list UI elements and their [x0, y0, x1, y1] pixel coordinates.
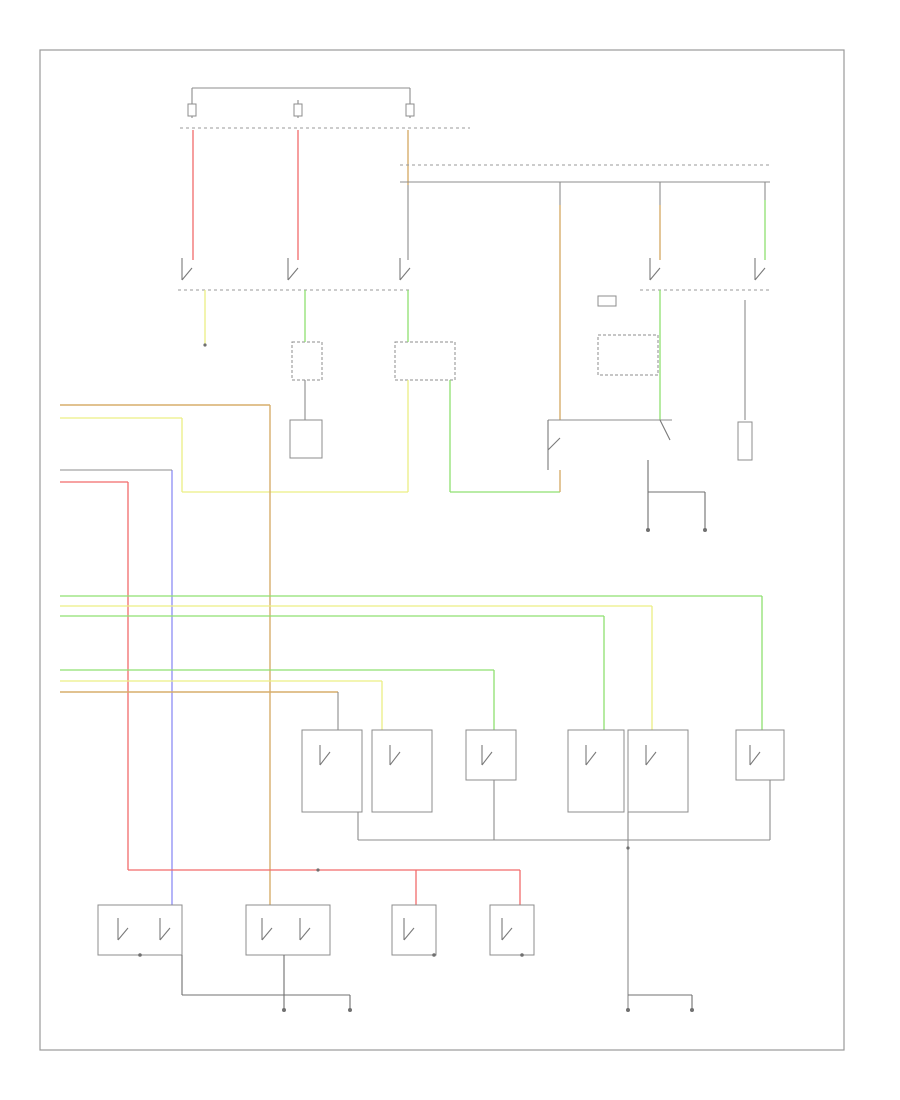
fuse-3 [405, 103, 415, 117]
switch-box-3 [465, 729, 517, 781]
fuse-1 [187, 103, 197, 117]
switch-box-1 [301, 729, 363, 813]
switch-box-6 [735, 729, 785, 781]
right-module [597, 334, 659, 376]
mid-input-lines [60, 595, 763, 730]
right-connector [597, 295, 617, 307]
bottom-switch-row [97, 904, 535, 957]
lower-input-lines [60, 669, 495, 730]
switch-box-2 [371, 729, 433, 813]
relay-box-left [291, 341, 323, 381]
switch-box-4 [567, 729, 625, 813]
bottom-switch-1 [97, 904, 183, 956]
fuse-2 [293, 103, 303, 117]
relay-box-center [394, 341, 456, 381]
left-input-lines [60, 380, 561, 920]
bottom-switch-2 [245, 904, 331, 956]
upper-switch-row [178, 258, 770, 291]
relay-box-lower [289, 419, 323, 459]
bottom-switch-3 [391, 904, 437, 956]
diagram-frame [39, 49, 845, 1051]
door-switch-row [301, 729, 785, 813]
fuse-section [180, 87, 470, 129]
bottom-switch-4 [489, 904, 535, 956]
right-relay [737, 421, 753, 461]
switch-box-5 [627, 729, 689, 813]
